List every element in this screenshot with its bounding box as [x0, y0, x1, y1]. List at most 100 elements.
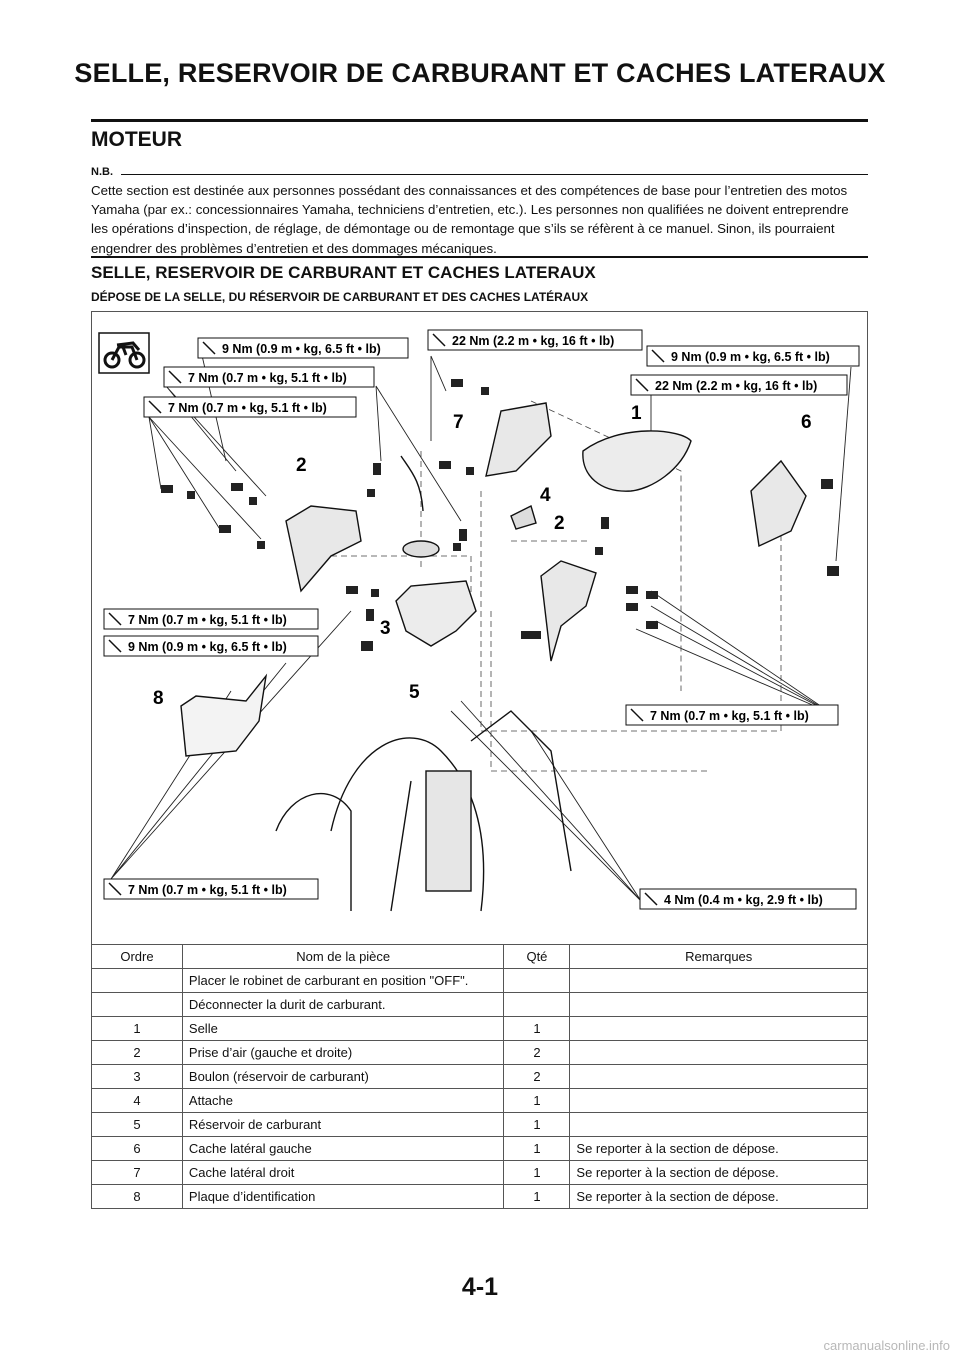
cell-part-name: Selle — [181, 1016, 505, 1041]
torque-label-text: 22 Nm (2.2 m • kg, 16 ft • lb) — [452, 334, 614, 348]
cell-remarks — [569, 1088, 868, 1113]
cell-qty — [503, 992, 571, 1017]
number-plate — [180, 673, 268, 757]
page-title: SELLE, RESERVOIR DE CARBURANT ET CACHES … — [74, 58, 886, 88]
note-label: N.B. — [91, 166, 113, 178]
torque-label-6: 7 Nm (0.7 m • kg, 5.1 ft • lb) — [143, 396, 357, 418]
torque-label-text: 22 Nm (2.2 m • kg, 16 ft • lb) — [655, 379, 817, 393]
cell-qty: 1 — [503, 1088, 571, 1113]
cell-part-name: Attache — [181, 1088, 505, 1113]
parts-sketch — [180, 402, 807, 912]
cell-remarks — [569, 1064, 868, 1089]
callout-7: 7 — [453, 412, 464, 433]
torque-label-4: 7 Nm (0.7 m • kg, 5.1 ft • lb) — [163, 366, 375, 388]
cell-part-name: Cache latéral gauche — [181, 1136, 505, 1161]
callout-5: 5 — [409, 682, 420, 703]
motorcycle-icon — [98, 332, 150, 374]
torque-label-text: 4 Nm (0.4 m • kg, 2.9 ft • lb) — [664, 893, 823, 907]
torque-label-11: 4 Nm (0.4 m • kg, 2.9 ft • lb) — [639, 888, 857, 910]
cell-qty: 1 — [503, 1184, 571, 1209]
table-row: Déconnecter la durit de carburant. — [91, 992, 868, 1017]
subsection-subtitle: DÉPOSE DE LA SELLE, DU RÉSERVOIR DE CARB… — [91, 290, 589, 304]
table-body: Placer le robinet de carburant en positi… — [91, 968, 868, 1209]
cell-order: 2 — [91, 1040, 183, 1065]
cell-remarks: Se reporter à la section de dépose. — [569, 1160, 868, 1185]
cell-part-name: Cache latéral droit — [181, 1160, 505, 1185]
cell-qty — [503, 968, 571, 993]
cell-remarks: Se reporter à la section de dépose. — [569, 1184, 868, 1209]
alignment-lines — [301, 400, 782, 772]
torque-label-text: 9 Nm (0.9 m • kg, 6.5 ft • lb) — [222, 342, 381, 356]
cell-qty: 1 — [503, 1160, 571, 1185]
col-header-order: Ordre — [91, 944, 183, 969]
note-bottom-rule — [91, 256, 868, 258]
callout-1: 1 — [631, 403, 642, 424]
header-rule — [91, 119, 868, 122]
fuel-cap — [402, 540, 440, 558]
torque-label-text: 7 Nm (0.7 m • kg, 5.1 ft • lb) — [650, 709, 809, 723]
torque-label-5: 22 Nm (2.2 m • kg, 16 ft • lb) — [630, 374, 848, 396]
cell-remarks: Se reporter à la section de dépose. — [569, 1136, 868, 1161]
torque-label-text: 9 Nm (0.9 m • kg, 6.5 ft • lb) — [128, 640, 287, 654]
side-cover-left — [750, 459, 807, 548]
fuel-tank — [395, 580, 477, 647]
cell-qty: 2 — [503, 1064, 571, 1089]
note-top-rule — [121, 174, 868, 175]
cell-part-name: Boulon (réservoir de carburant) — [181, 1064, 505, 1089]
torque-label-text: 7 Nm (0.7 m • kg, 5.1 ft • lb) — [168, 401, 327, 415]
callout-6: 6 — [801, 412, 812, 433]
cell-remarks — [569, 968, 868, 993]
watermark: carmanualsonline.info — [823, 1338, 950, 1353]
frame-sketch — [330, 710, 572, 912]
note-text: Cette section est destinée aux personnes… — [91, 183, 849, 256]
page-number: 4-1 — [461, 1273, 499, 1301]
cell-part-name: Prise d’air (gauche et droite) — [181, 1040, 505, 1065]
callouts: 1 2 2 3 4 5 6 7 8 — [153, 403, 812, 709]
col-header-part-name: Nom de la pièce — [181, 944, 505, 969]
cell-order: 7 — [91, 1160, 183, 1185]
torque-label-text: 9 Nm (0.9 m • kg, 6.5 ft • lb) — [671, 350, 830, 364]
torque-label-1: 9 Nm (0.9 m • kg, 6.5 ft • lb) — [197, 337, 409, 359]
seat-part — [582, 430, 692, 492]
cell-remarks — [569, 1112, 868, 1137]
cell-order: 6 — [91, 1136, 183, 1161]
radiator-sketch — [425, 770, 472, 892]
subsection-title: SELLE, RESERVOIR DE CARBURANT ET CACHES … — [91, 263, 596, 282]
side-cover-right — [485, 402, 552, 477]
cell-qty: 1 — [503, 1016, 571, 1041]
bolts — [161, 379, 839, 651]
torque-label-7: 7 Nm (0.7 m • kg, 5.1 ft • lb) — [103, 608, 319, 630]
torque-label-8: 9 Nm (0.9 m • kg, 6.5 ft • lb) — [103, 635, 319, 657]
cell-qty: 2 — [503, 1040, 571, 1065]
cell-order: 1 — [91, 1016, 183, 1041]
cell-qty: 1 — [503, 1112, 571, 1137]
cell-order — [91, 968, 183, 993]
torque-label-10: 7 Nm (0.7 m • kg, 5.1 ft • lb) — [103, 878, 319, 900]
torque-wrench-icon — [108, 333, 665, 906]
section-title: MOTEUR — [91, 128, 182, 151]
strap-part — [510, 504, 537, 530]
air-scoop-right — [540, 560, 597, 662]
cell-order: 3 — [91, 1064, 183, 1089]
cell-order: 4 — [91, 1088, 183, 1113]
table-row: Placer le robinet de carburant en positi… — [91, 968, 868, 993]
col-header-remarks: Remarques — [569, 944, 868, 969]
callout-2: 2 — [296, 455, 307, 476]
callout-4: 4 — [540, 485, 551, 506]
callout-2: 2 — [554, 513, 565, 534]
torque-label-text: 7 Nm (0.7 m • kg, 5.1 ft • lb) — [188, 371, 347, 385]
torque-labels: 9 Nm (0.9 m • kg, 6.5 ft • lb) 22 Nm (2.… — [103, 329, 860, 910]
torque-label-text: 7 Nm (0.7 m • kg, 5.1 ft • lb) — [128, 883, 287, 897]
fuel-hose — [400, 455, 424, 512]
torque-label-9: 7 Nm (0.7 m • kg, 5.1 ft • lb) — [625, 704, 839, 726]
cell-part-name: Placer le robinet de carburant en positi… — [181, 968, 505, 993]
cell-part-name: Plaque d’identification — [181, 1184, 505, 1209]
cell-remarks — [569, 992, 868, 1017]
table-header-row: Ordre Nom de la pièce Qté Remarques — [91, 944, 868, 969]
